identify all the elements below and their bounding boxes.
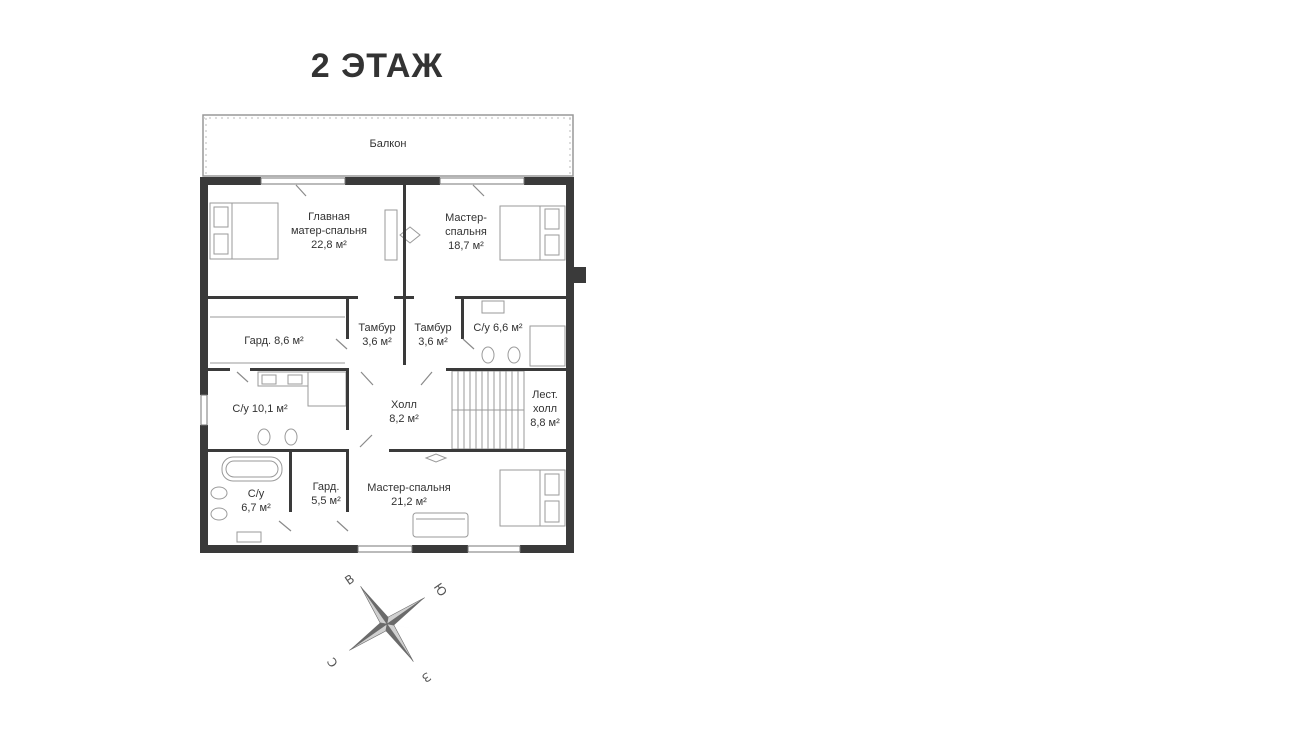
staircase <box>451 370 525 450</box>
furniture <box>209 202 566 543</box>
room-label-hall: Холл <box>391 399 417 411</box>
floor-title: 2 ЭТАЖ <box>311 47 443 85</box>
toilet-icon <box>210 486 262 543</box>
room-area-hall: 8,2 м² <box>389 413 419 425</box>
sofa-icon <box>412 512 469 538</box>
compass-letter-east: В <box>342 572 357 588</box>
bed-icon <box>209 202 279 260</box>
room-label-stair-hall: Лест. <box>532 389 558 401</box>
room-area-main-bedroom: 22,8 м² <box>311 239 347 251</box>
room-area-vestibule-1: 3,6 м² <box>362 336 392 348</box>
compass-letter-west: З <box>419 669 433 685</box>
bed-icon <box>499 469 566 527</box>
room-area-bathroom-3: 6,7 м² <box>241 502 271 514</box>
bathtub-icon <box>221 456 283 482</box>
room-area-wardrobe-2: 5,5 м² <box>311 495 341 507</box>
balcony <box>202 114 574 177</box>
room-label-master-bedroom-1: Мастер- <box>445 212 487 224</box>
dresser-icon <box>384 209 448 463</box>
room-label-master-bedroom-1: спальня <box>445 226 487 238</box>
room-area-master-bedroom-2: 21,2 м² <box>391 496 427 508</box>
windows <box>200 177 525 553</box>
sink-icon <box>257 371 347 407</box>
room-area-stair-hall: 8,8 м² <box>530 417 560 429</box>
room-label-bathroom-2: С/у 10,1 м² <box>232 403 288 415</box>
bed-icon <box>499 205 566 261</box>
room-area-master-bedroom-1: 18,7 м² <box>448 240 484 252</box>
room-label-main-bedroom: Главная <box>308 211 350 223</box>
toilet-icon <box>481 300 566 367</box>
room-label-wardrobe-1: Гард. 8,6 м² <box>244 335 304 347</box>
room-labels: Балкон Главная матер-спальня 22,8 м² Мас… <box>232 138 560 514</box>
room-label-bathroom-3: С/у <box>248 488 265 500</box>
room-label-bathroom-1: С/у 6,6 м² <box>473 322 522 334</box>
room-label-vestibule-2: Тамбур <box>414 322 451 334</box>
compass-rose-icon: В Ю З С <box>325 572 450 686</box>
compass-letter-south: Ю <box>431 580 450 599</box>
walls <box>200 177 586 553</box>
doors <box>236 184 485 532</box>
compass-letter-north: С <box>325 655 341 670</box>
room-label-balcony: Балкон <box>370 138 407 150</box>
room-label-stair-hall: холл <box>533 403 557 415</box>
room-label-vestibule-1: Тамбур <box>358 322 395 334</box>
toilet-icon <box>257 428 298 446</box>
room-label-main-bedroom: матер-спальня <box>291 225 367 237</box>
room-area-vestibule-2: 3,6 м² <box>418 336 448 348</box>
room-label-wardrobe-2: Гард. <box>313 481 340 493</box>
room-label-master-bedroom-2: Мастер-спальня <box>367 482 451 494</box>
